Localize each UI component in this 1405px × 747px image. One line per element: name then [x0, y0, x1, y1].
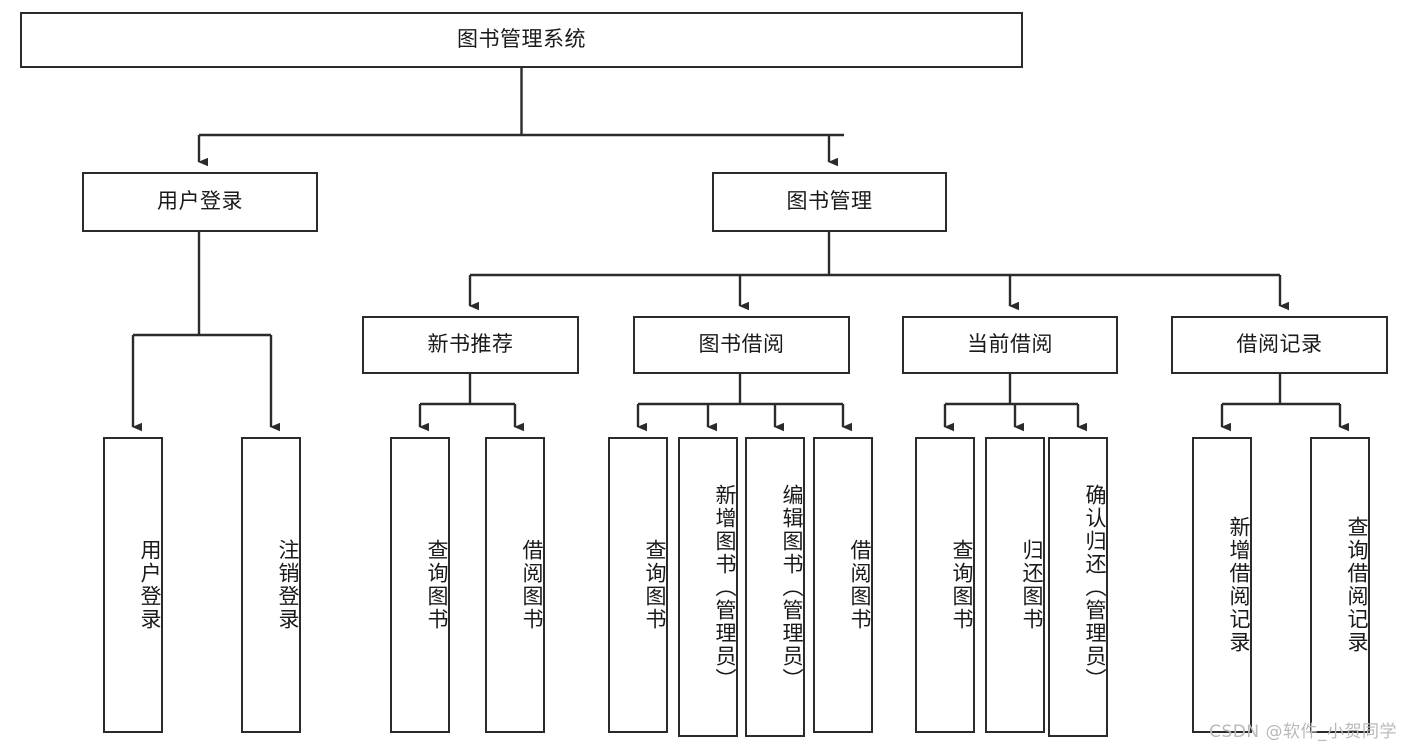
- node-book-management[interactable]: 图书管理: [712, 172, 947, 232]
- node-leaf-add-borrow-record[interactable]: 新增借阅记录: [1192, 437, 1252, 733]
- node-leaf-query-book-borrow[interactable]: 查询图书: [608, 437, 668, 733]
- node-leaf-query-borrow-record[interactable]: 查询借阅记录: [1310, 437, 1370, 733]
- node-new-book-recommend[interactable]: 新书推荐: [362, 316, 579, 374]
- node-leaf-user-login[interactable]: 用户登录: [103, 437, 163, 733]
- node-leaf-query-book-newbook[interactable]: 查询图书: [390, 437, 450, 733]
- node-leaf-add-book-admin[interactable]: 新增图书（管理员）: [678, 437, 738, 737]
- node-user-login[interactable]: 用户登录: [82, 172, 318, 232]
- node-label: 查询图书: [425, 539, 449, 631]
- node-label: 当前借阅: [967, 332, 1053, 357]
- csdn-watermark: CSDN @软件_小贺同学: [1209, 722, 1397, 742]
- node-leaf-query-book-current[interactable]: 查询图书: [915, 437, 975, 733]
- node-label: 图书管理系统: [457, 27, 586, 52]
- node-label: 用户登录: [138, 539, 162, 631]
- node-label: 注销登录: [276, 539, 300, 631]
- node-leaf-return-book[interactable]: 归还图书: [985, 437, 1045, 733]
- node-label: 查询图书: [643, 539, 667, 631]
- node-root-book-management-system[interactable]: 图书管理系统: [20, 12, 1023, 68]
- node-leaf-edit-book-admin[interactable]: 编辑图书（管理员）: [745, 437, 805, 737]
- node-leaf-logout-login[interactable]: 注销登录: [241, 437, 301, 733]
- node-borrow-record[interactable]: 借阅记录: [1171, 316, 1388, 374]
- node-label: 编辑图书（管理员）: [780, 483, 804, 691]
- node-label: 图书管理: [786, 189, 873, 214]
- node-label: 借阅记录: [1236, 332, 1323, 357]
- node-leaf-borrow-book[interactable]: 借阅图书: [813, 437, 873, 733]
- node-label: 新增借阅记录: [1227, 516, 1251, 654]
- node-label: 确认归还（管理员）: [1083, 483, 1107, 691]
- node-label: 图书借阅: [698, 332, 785, 357]
- node-label: 新增图书（管理员）: [713, 483, 737, 691]
- node-label: 归还图书: [1020, 539, 1044, 631]
- node-leaf-confirm-return-admin[interactable]: 确认归还（管理员）: [1048, 437, 1108, 737]
- node-label: 借阅图书: [520, 539, 544, 631]
- node-current-borrow[interactable]: 当前借阅: [902, 316, 1118, 374]
- node-label: 查询图书: [950, 539, 974, 631]
- node-leaf-borrow-book-newbook[interactable]: 借阅图书: [485, 437, 545, 733]
- node-label: 借阅图书: [848, 539, 872, 631]
- node-label: 查询借阅记录: [1345, 516, 1369, 654]
- node-label: 用户登录: [157, 189, 243, 214]
- node-book-borrow[interactable]: 图书借阅: [633, 316, 850, 374]
- node-label: 新书推荐: [427, 332, 514, 357]
